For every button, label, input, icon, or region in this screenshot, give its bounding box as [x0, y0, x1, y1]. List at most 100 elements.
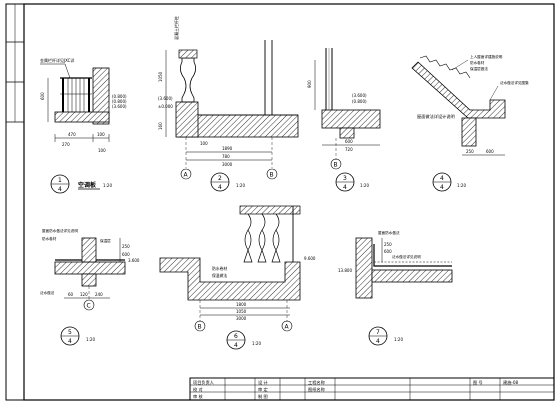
- d5-dim-1: 120: [80, 292, 88, 297]
- d1-balusters: [67, 78, 85, 112]
- d6-axis-a-label: A: [285, 324, 290, 331]
- d6-top-rail: [239, 205, 301, 215]
- detail-1-aircon-slab: 金属栏杆详见JXC详 (0.800) (0.800) (3.600) 470 1…: [40, 57, 127, 194]
- d4-callout-num: 4: [440, 175, 444, 182]
- d2-note-2: (3.600): [158, 96, 173, 101]
- d6-note-2: 9.600: [304, 256, 316, 261]
- d5-dim-2: 240: [95, 292, 103, 297]
- d3-note-0: (3.600): [352, 93, 367, 98]
- d6-dim-2: 3000: [236, 316, 247, 321]
- d2-dim-1: 780: [222, 154, 230, 159]
- d4-note-0: 屋面做法详设计说明: [417, 113, 455, 120]
- d1-slab: [54, 111, 110, 123]
- d5-dim-0: 60: [68, 292, 74, 297]
- d3-dim-2: 900: [307, 80, 312, 88]
- d4-note-3: 保温层做法: [470, 66, 488, 71]
- d3-dim-0: 600: [345, 139, 353, 144]
- d1-callout-num: 1: [58, 177, 62, 184]
- tb-value-8: 建施-08: [503, 379, 519, 386]
- d1-wall: [92, 67, 110, 125]
- d5-dim-4: 600: [122, 252, 130, 257]
- tb-label-0: 项目负责人: [193, 379, 215, 386]
- d2-axis-b: [266, 168, 278, 180]
- tb-label-4: 校 对: [193, 386, 203, 393]
- d6-note-0: 防水卷材: [212, 266, 227, 271]
- d7-parapet: [355, 237, 373, 299]
- d5-note-3: 泛水做法: [40, 290, 55, 295]
- d1-callout-den: 4: [58, 186, 62, 193]
- d7-scale: 1:20: [394, 337, 403, 342]
- d6-dim-0: 1800: [236, 302, 247, 307]
- detail-7-roof-corner: 屋面防水做法 泛水做法详见说明 13.800 250 600 7 4 1:20: [338, 230, 453, 346]
- d5-scale: 1:20: [86, 337, 95, 342]
- d5-note-1: 防水卷材: [42, 236, 57, 241]
- d2-axis-b-label: B: [270, 172, 274, 179]
- d3-scale: 1:20: [360, 183, 369, 188]
- d6-axis-a: [281, 320, 293, 332]
- d2-scale: 1:20: [236, 183, 245, 188]
- d4-wall: [461, 117, 477, 147]
- d6-callout-den: 4: [234, 342, 238, 349]
- d4-scale: 1:20: [457, 183, 466, 188]
- tb-label-6: 审 核: [193, 393, 204, 400]
- d4-roof-slope: [411, 61, 506, 119]
- d3-dim-1: 720: [345, 147, 353, 152]
- d2-callout-num: 2: [218, 175, 222, 182]
- d4-note-4: 泛水做法详见图集: [500, 80, 529, 85]
- tb-label-8: 图 号: [473, 380, 483, 386]
- d7-dim-0: 250: [384, 242, 392, 247]
- d2-dim-2: 3000: [222, 162, 233, 167]
- d5-callout-den: 4: [68, 338, 72, 345]
- d5-note-0: 屋面防水做法详见说明: [42, 228, 78, 233]
- d2-dim-3: 1050: [158, 71, 163, 82]
- d7-flashing: [373, 244, 452, 267]
- d3-glass: [328, 48, 330, 110]
- d2-curb-left: [175, 101, 199, 138]
- d7-callout-num: 7: [376, 329, 380, 336]
- d6-axis-b: [194, 320, 206, 332]
- d7-callout-den: 4: [376, 338, 380, 345]
- d1-dim-5: (3.600): [112, 104, 127, 109]
- d6-callout-num: 6: [234, 333, 238, 340]
- detail-6-roof-terrace: 防水卷材 保温做法 9.600 1800 1050 3000 B A 6 4 1…: [159, 205, 316, 350]
- d1-dim-3: 600: [40, 92, 45, 100]
- d5-axis-c: [83, 299, 95, 311]
- d5-note-2: 保温层: [100, 238, 111, 243]
- d7-dim-1: 600: [384, 249, 392, 254]
- tb-label-3: 审 定: [258, 386, 268, 393]
- d5-slab: [54, 261, 126, 275]
- d2-callout-den: 4: [218, 184, 222, 191]
- d7-note-0: 屋面防水做法: [378, 230, 400, 235]
- d5-axis-c-label: C: [87, 303, 91, 310]
- d3-callout-den: 4: [343, 184, 347, 191]
- d7-note-2: 13.800: [338, 268, 352, 273]
- d1-dim-4: (0.800): [112, 99, 127, 104]
- title-block: 项目负责人 设 计 工程名称 审 定 校 对 图纸名称 审 核 制 图 图 号 …: [189, 377, 555, 401]
- tb-label-1: 设 计: [258, 379, 268, 386]
- d5-dim-5: 3.600: [128, 258, 140, 263]
- detail-3-window-sill: (3.600) (0.800) 900 600 720 B 3 4 1:20: [307, 48, 381, 192]
- d2-axis-a: [180, 168, 192, 180]
- d7-note-1: 泛水做法详见说明: [392, 254, 421, 259]
- d1-note-0: 金属栏杆详见JXC详: [40, 57, 74, 63]
- d1-railing-post-right: [88, 78, 90, 112]
- d6-dim-1: 1050: [236, 309, 247, 314]
- d1-scale: 1:20: [103, 183, 112, 188]
- tb-label-7: 制 图: [258, 393, 268, 400]
- d6-balusters: [243, 213, 281, 263]
- d2-dim-5: 100: [200, 141, 208, 146]
- d5-upstand: [81, 237, 97, 263]
- d2-axis-a-label: A: [184, 172, 189, 179]
- d2-dim-4: 160: [158, 122, 163, 130]
- d3-axis-b-label: B: [334, 162, 338, 169]
- d2-dim-0: 1890: [222, 146, 233, 151]
- d4-dim-1: 600: [486, 149, 494, 154]
- d2-handrail: [178, 49, 198, 59]
- d4-dim-0: 250: [466, 149, 474, 154]
- d6-scale: 1:20: [252, 341, 261, 346]
- d5-beam: [81, 273, 97, 287]
- d3-axis-b: [330, 158, 342, 170]
- d4-callout-den: 4: [440, 184, 444, 191]
- tb-label-5: 图纸名称: [308, 386, 325, 393]
